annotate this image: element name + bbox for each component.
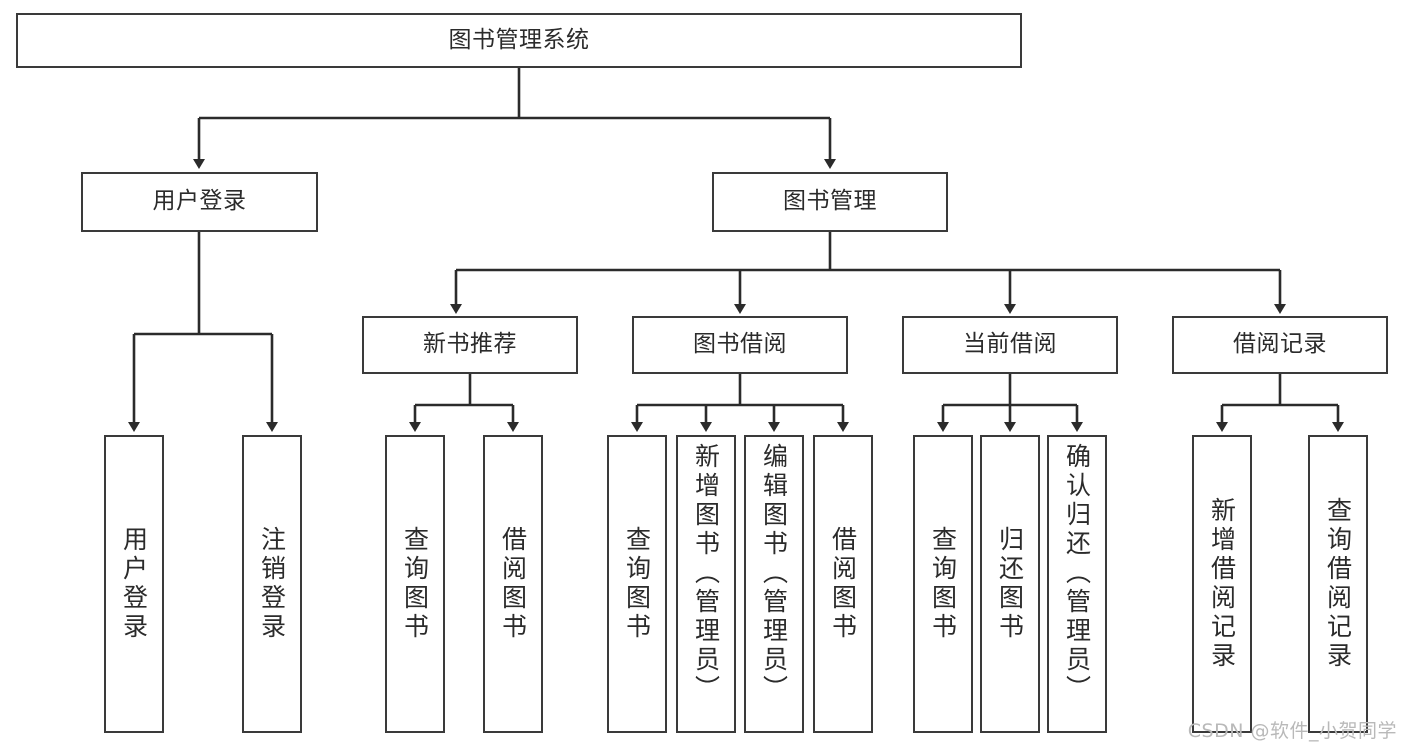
leaf-confirm-return-label: 确认归还（管理员） [1062, 443, 1092, 704]
node-borrow-record-label: 借阅记录 [1233, 331, 1327, 358]
node-book-borrow-label: 图书借阅 [693, 331, 787, 358]
node-borrow-record[interactable]: 借阅记录 [1172, 316, 1388, 374]
leaf-logout[interactable]: 注销登录 [242, 435, 302, 733]
node-book-manage[interactable]: 图书管理 [712, 172, 948, 232]
leaf-confirm-return[interactable]: 确认归还（管理员） [1047, 435, 1107, 733]
leaf-user-login[interactable]: 用户登录 [104, 435, 164, 733]
leaf-query-book-3[interactable]: 查询图书 [913, 435, 973, 733]
node-new-book-rec[interactable]: 新书推荐 [362, 316, 578, 374]
leaf-borrow-book-1-label: 借阅图书 [498, 526, 528, 642]
leaf-borrow-book-1[interactable]: 借阅图书 [483, 435, 543, 733]
node-current-borrow-label: 当前借阅 [963, 331, 1057, 358]
leaf-query-book-1[interactable]: 查询图书 [385, 435, 445, 733]
node-current-borrow[interactable]: 当前借阅 [902, 316, 1118, 374]
leaf-edit-book[interactable]: 编辑图书（管理员） [744, 435, 804, 733]
node-root-label: 图书管理系统 [448, 26, 590, 53]
watermark: CSDN @软件_小贺同学 [1187, 720, 1397, 742]
leaf-query-book-1-label: 查询图书 [400, 526, 430, 642]
leaf-add-book-label: 新增图书（管理员） [691, 443, 721, 704]
leaf-add-record[interactable]: 新增借阅记录 [1192, 435, 1252, 733]
leaf-borrow-book-2[interactable]: 借阅图书 [813, 435, 873, 733]
leaf-add-book[interactable]: 新增图书（管理员） [676, 435, 736, 733]
leaf-query-book-3-label: 查询图书 [928, 526, 958, 642]
node-new-book-rec-label: 新书推荐 [423, 331, 517, 358]
node-book-manage-label: 图书管理 [783, 188, 877, 215]
leaf-query-record[interactable]: 查询借阅记录 [1308, 435, 1368, 733]
leaf-return-book[interactable]: 归还图书 [980, 435, 1040, 733]
leaf-edit-book-label: 编辑图书（管理员） [759, 443, 789, 704]
node-user-login[interactable]: 用户登录 [81, 172, 318, 232]
leaf-add-record-label: 新增借阅记录 [1207, 497, 1237, 671]
leaf-query-record-label: 查询借阅记录 [1323, 497, 1353, 671]
leaf-borrow-book-2-label: 借阅图书 [828, 526, 858, 642]
node-root[interactable]: 图书管理系统 [16, 13, 1022, 68]
leaf-logout-label: 注销登录 [257, 526, 287, 642]
leaf-query-book-2-label: 查询图书 [622, 526, 652, 642]
node-user-login-label: 用户登录 [152, 188, 247, 215]
node-book-borrow[interactable]: 图书借阅 [632, 316, 848, 374]
leaf-return-book-label: 归还图书 [995, 526, 1025, 642]
leaf-user-login-label: 用户登录 [119, 526, 149, 642]
leaf-query-book-2[interactable]: 查询图书 [607, 435, 667, 733]
